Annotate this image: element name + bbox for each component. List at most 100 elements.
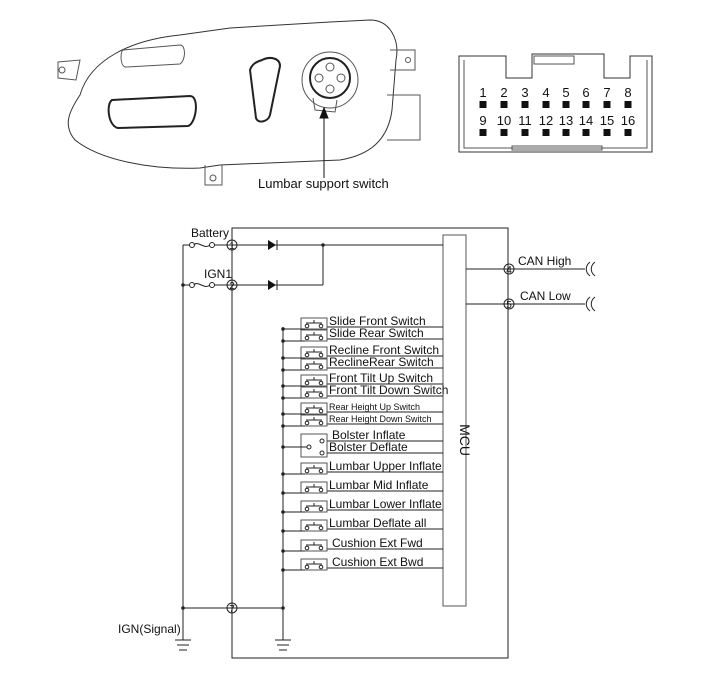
push-switch-icon (300, 374, 328, 387)
switch-row: Slide Front Switch (281, 314, 443, 331)
switch-row: Front Tilt Down Switch (281, 383, 448, 400)
push-switch-icon (300, 539, 328, 552)
can-high-label: CAN High (518, 254, 571, 268)
switch-label: ReclineRear Switch (329, 355, 434, 369)
pin-number: 15 (600, 113, 614, 128)
pin-5: 5 (503, 298, 515, 311)
switch-row: Bolster Inflate (281, 428, 443, 458)
pin-11: 11 (518, 113, 532, 136)
push-switch-icon (300, 317, 328, 330)
switch-label: Rear Height Down Switch (329, 414, 432, 424)
switch-row: Rear Height Down Switch (281, 414, 443, 428)
pin-4: 4 (542, 85, 550, 108)
pin-terminal (603, 129, 611, 136)
switch-label: Lumbar Lower Inflate (329, 497, 442, 511)
pin-6: 6 (582, 85, 590, 108)
push-switch-icon (300, 558, 328, 571)
pin-terminal (562, 101, 570, 108)
pin-terminal (479, 101, 487, 108)
diode-icon (268, 240, 276, 250)
pin-terminal (521, 129, 529, 136)
pin-number: 4 (542, 85, 549, 100)
pin-terminal (500, 101, 508, 108)
switch-label: Recline Front Switch (329, 343, 439, 357)
svg-text:7: 7 (229, 604, 235, 615)
switch-row: Rear Height Up Switch (281, 402, 443, 416)
pin-13: 13 (559, 113, 573, 136)
pin-7: 7 (603, 85, 611, 108)
pin-number: 12 (539, 113, 553, 128)
pin-4: 4 (503, 263, 515, 276)
switch-label: Bolster Deflate (329, 440, 408, 454)
pin-terminal (542, 129, 550, 136)
pin-1: 1 (479, 85, 487, 108)
pin-terminal (562, 129, 570, 136)
pin-8: 8 (624, 85, 632, 108)
pin-terminal (500, 129, 508, 136)
can-high-wire-break-icon (585, 261, 596, 277)
switch-row: Bolster Deflate (327, 440, 443, 454)
pin-number: 3 (521, 85, 528, 100)
switch-row: Front Tilt Up Switch (281, 371, 443, 388)
pin-14: 14 (579, 113, 593, 136)
pin-terminal (521, 101, 529, 108)
pin-number: 2 (500, 85, 507, 100)
pin-5: 5 (562, 85, 570, 108)
push-switch-icon (300, 481, 328, 494)
switch-row: Lumbar Upper Inflate (281, 459, 443, 476)
push-switch-icon (300, 358, 328, 371)
switch-label: Lumbar Upper Inflate (329, 459, 442, 473)
pin-2: 2 (226, 279, 238, 292)
push-switch-icon (300, 402, 328, 415)
switch-label: Lumbar Deflate all (329, 516, 426, 530)
ground-icon (275, 639, 291, 651)
pin-number: 7 (603, 85, 610, 100)
can-low-wire-break-icon (585, 296, 596, 312)
ign1-fuse-icon (183, 282, 225, 288)
circuit: MCU Battery IGN1 CAN High CAN Low (118, 226, 596, 659)
switch-label: Rear Height Up Switch (329, 402, 420, 412)
svg-text:5: 5 (506, 300, 512, 311)
pin-number: 13 (559, 113, 573, 128)
pin-terminal (624, 101, 632, 108)
connector-face (458, 53, 653, 153)
svg-text:1: 1 (229, 241, 235, 252)
ign1-label: IGN1 (204, 267, 232, 281)
switch-label: Front Tilt Up Switch (329, 371, 433, 385)
switch-row: Slide Rear Switch (281, 326, 443, 343)
pin-terminal (624, 129, 632, 136)
push-switch-icon (300, 414, 328, 427)
diode-icon (268, 280, 276, 290)
battery-fuse-icon (183, 242, 225, 248)
push-switch-icon (300, 462, 328, 475)
switch-row: Lumbar Mid Inflate (281, 478, 443, 495)
lumbar-support-callout: Lumbar support switch (258, 176, 389, 191)
switch-label: Cushion Ext Fwd (332, 536, 423, 550)
pin-3: 3 (521, 85, 529, 108)
push-switch-icon (300, 329, 328, 342)
pin-terminal (582, 129, 590, 136)
pin-7: 7 (226, 602, 238, 615)
ign-signal-label: IGN(Signal) (118, 622, 181, 636)
mcu-label: MCU (457, 424, 473, 456)
switch-row: Cushion Ext Bwd (281, 555, 443, 572)
pin-terminal (479, 129, 487, 136)
module-outline (231, 227, 509, 659)
pin-number: 16 (621, 113, 635, 128)
switch-label: Lumbar Mid Inflate (329, 478, 429, 492)
seat-switch-illustration (57, 19, 421, 186)
pin-number: 9 (479, 113, 486, 128)
rocker-switch-icon (300, 433, 328, 458)
switch-row: Lumbar Lower Inflate (281, 497, 443, 514)
pin-1: 1 (226, 239, 238, 252)
switch-label: Slide Rear Switch (329, 326, 424, 340)
switch-label: Front Tilt Down Switch (329, 383, 448, 397)
switch-row: Lumbar Deflate all (281, 516, 443, 533)
switch-label: Bolster Inflate (332, 428, 406, 442)
pin-2: 2 (500, 85, 508, 108)
pin-number: 14 (579, 113, 593, 128)
push-switch-icon (300, 386, 328, 399)
